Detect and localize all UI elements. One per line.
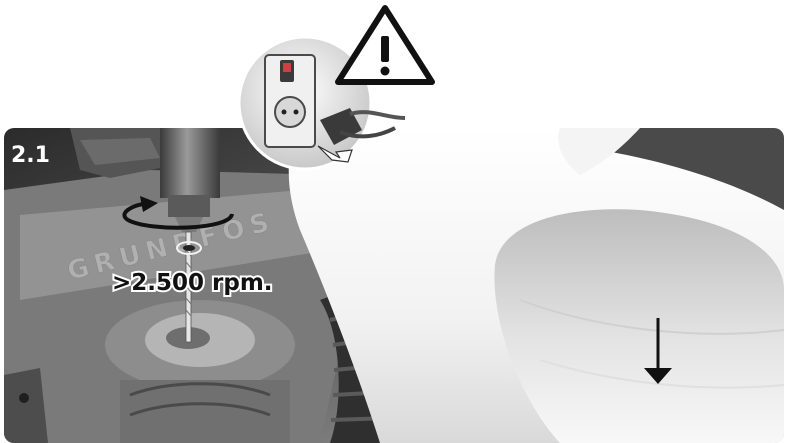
- bowl-opening: [494, 209, 784, 443]
- warning-triangle-icon: [338, 8, 432, 82]
- step-number: 2.1: [11, 143, 50, 168]
- speed-callout: >2.500 rpm.: [112, 270, 273, 296]
